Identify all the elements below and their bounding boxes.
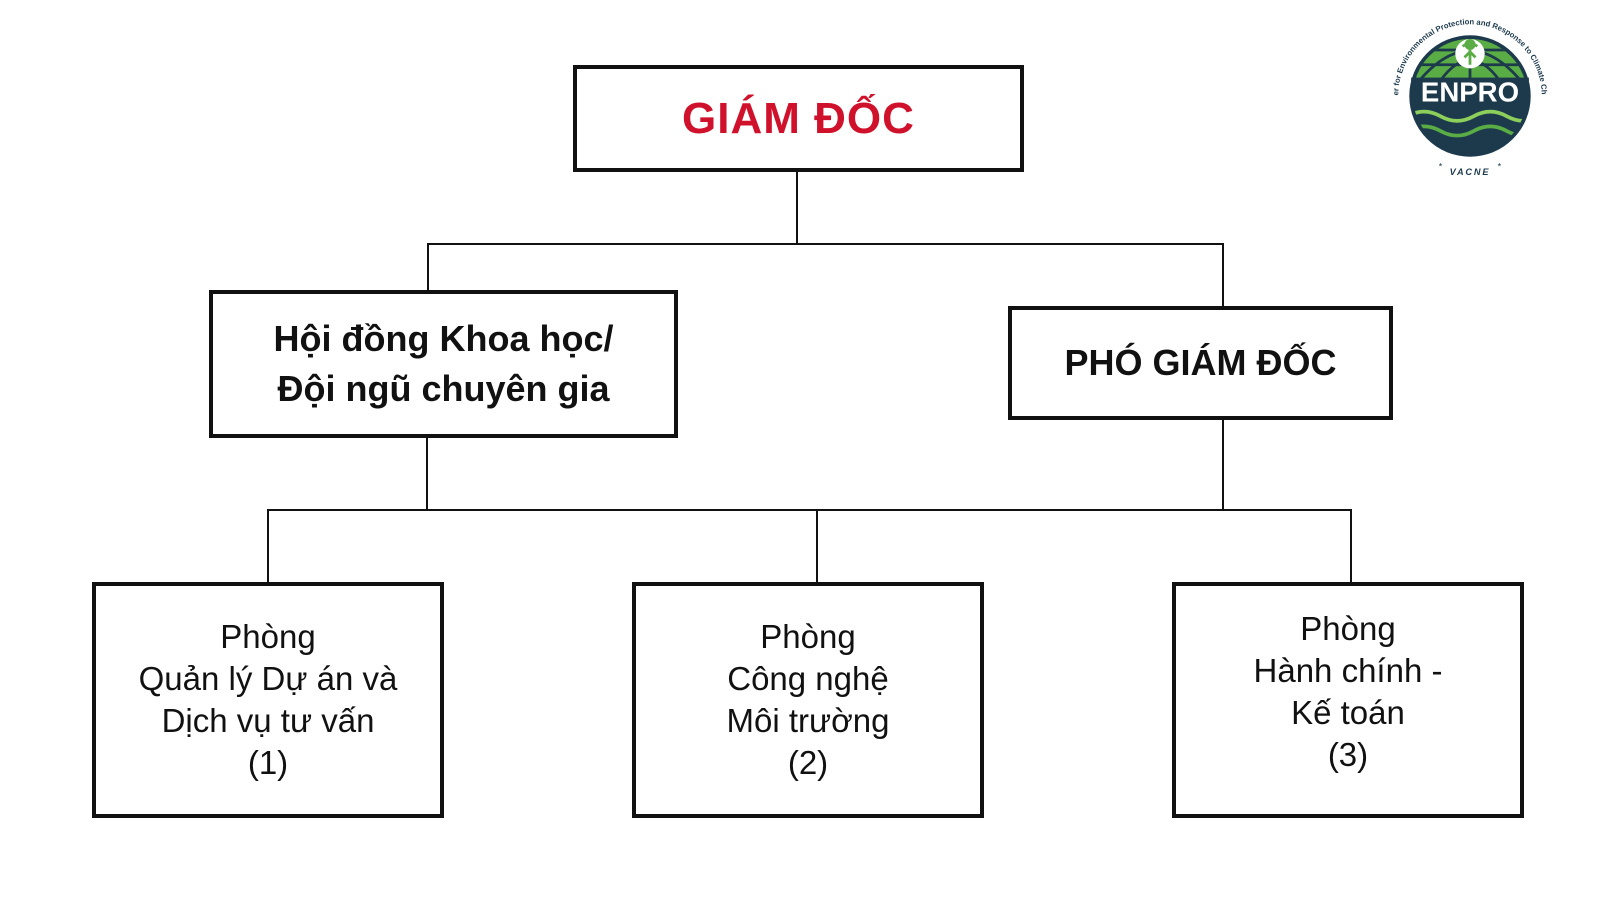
science-council-line-1: Hội đồng Khoa học/ [273, 318, 614, 359]
department-line: Công nghệ [727, 660, 889, 697]
department-box-3: Phòng Hành chính - Kế toán (3) [1172, 582, 1524, 818]
department-label: Phòng Hành chính - Kế toán (3) [1254, 608, 1443, 776]
department-label: Phòng Quản lý Dự án và Dịch vụ tư vấn (1… [139, 616, 398, 784]
science-council-label: Hội đồng Khoa học/ Đội ngũ chuyên gia [274, 314, 614, 414]
connector-level3-horizontal [267, 509, 1352, 511]
connector-to-dept-2 [816, 509, 818, 583]
department-line: Quản lý Dự án và [138, 660, 398, 697]
connector-level2-horizontal [427, 243, 1224, 245]
connector-to-council [427, 243, 429, 291]
star-icon: * [1439, 162, 1443, 172]
connector-to-dept-3 [1350, 509, 1352, 583]
science-council-box: Hội đồng Khoa học/ Đội ngũ chuyên gia [209, 290, 678, 438]
logo-name: ENPRO [1421, 77, 1519, 108]
department-line: Dịch vụ tư vấn [161, 702, 375, 739]
department-box-2: Phòng Công nghệ Môi trường (2) [632, 582, 984, 818]
director-box: GIÁM ĐỐC [573, 65, 1024, 172]
connector-to-deputy [1222, 243, 1224, 307]
deputy-director-box: PHÓ GIÁM ĐỐC [1008, 306, 1393, 420]
logo-bottom-text: VACNE [1450, 167, 1491, 177]
department-box-1: Phòng Quản lý Dự án và Dịch vụ tư vấn (1… [92, 582, 444, 818]
connector-deputy-down [1222, 418, 1224, 510]
connector-council-down [426, 436, 428, 510]
department-line: Phòng [760, 618, 856, 655]
star-icon: * [1498, 162, 1502, 172]
department-line: Hành chính - [1253, 652, 1443, 689]
logo-wave [1412, 109, 1528, 123]
department-number: (2) [787, 744, 829, 781]
department-line: Kế toán [1291, 694, 1405, 731]
department-line: Phòng [1300, 610, 1396, 647]
connector-to-dept-1 [267, 509, 269, 583]
deputy-director-label: PHÓ GIÁM ĐỐC [1064, 342, 1337, 383]
science-council-line-2: Đội ngũ chuyên gia [277, 368, 610, 409]
department-line: Môi trường [726, 702, 890, 739]
department-label: Phòng Công nghệ Môi trường (2) [727, 616, 890, 784]
department-number: (1) [247, 744, 289, 781]
department-line: Phòng [220, 618, 316, 655]
enpro-logo: ENPRO Center for Environmental Protectio… [1378, 4, 1549, 177]
department-number: (3) [1327, 736, 1369, 773]
director-label: GIÁM ĐỐC [682, 93, 915, 143]
connector-director-down [796, 170, 798, 244]
